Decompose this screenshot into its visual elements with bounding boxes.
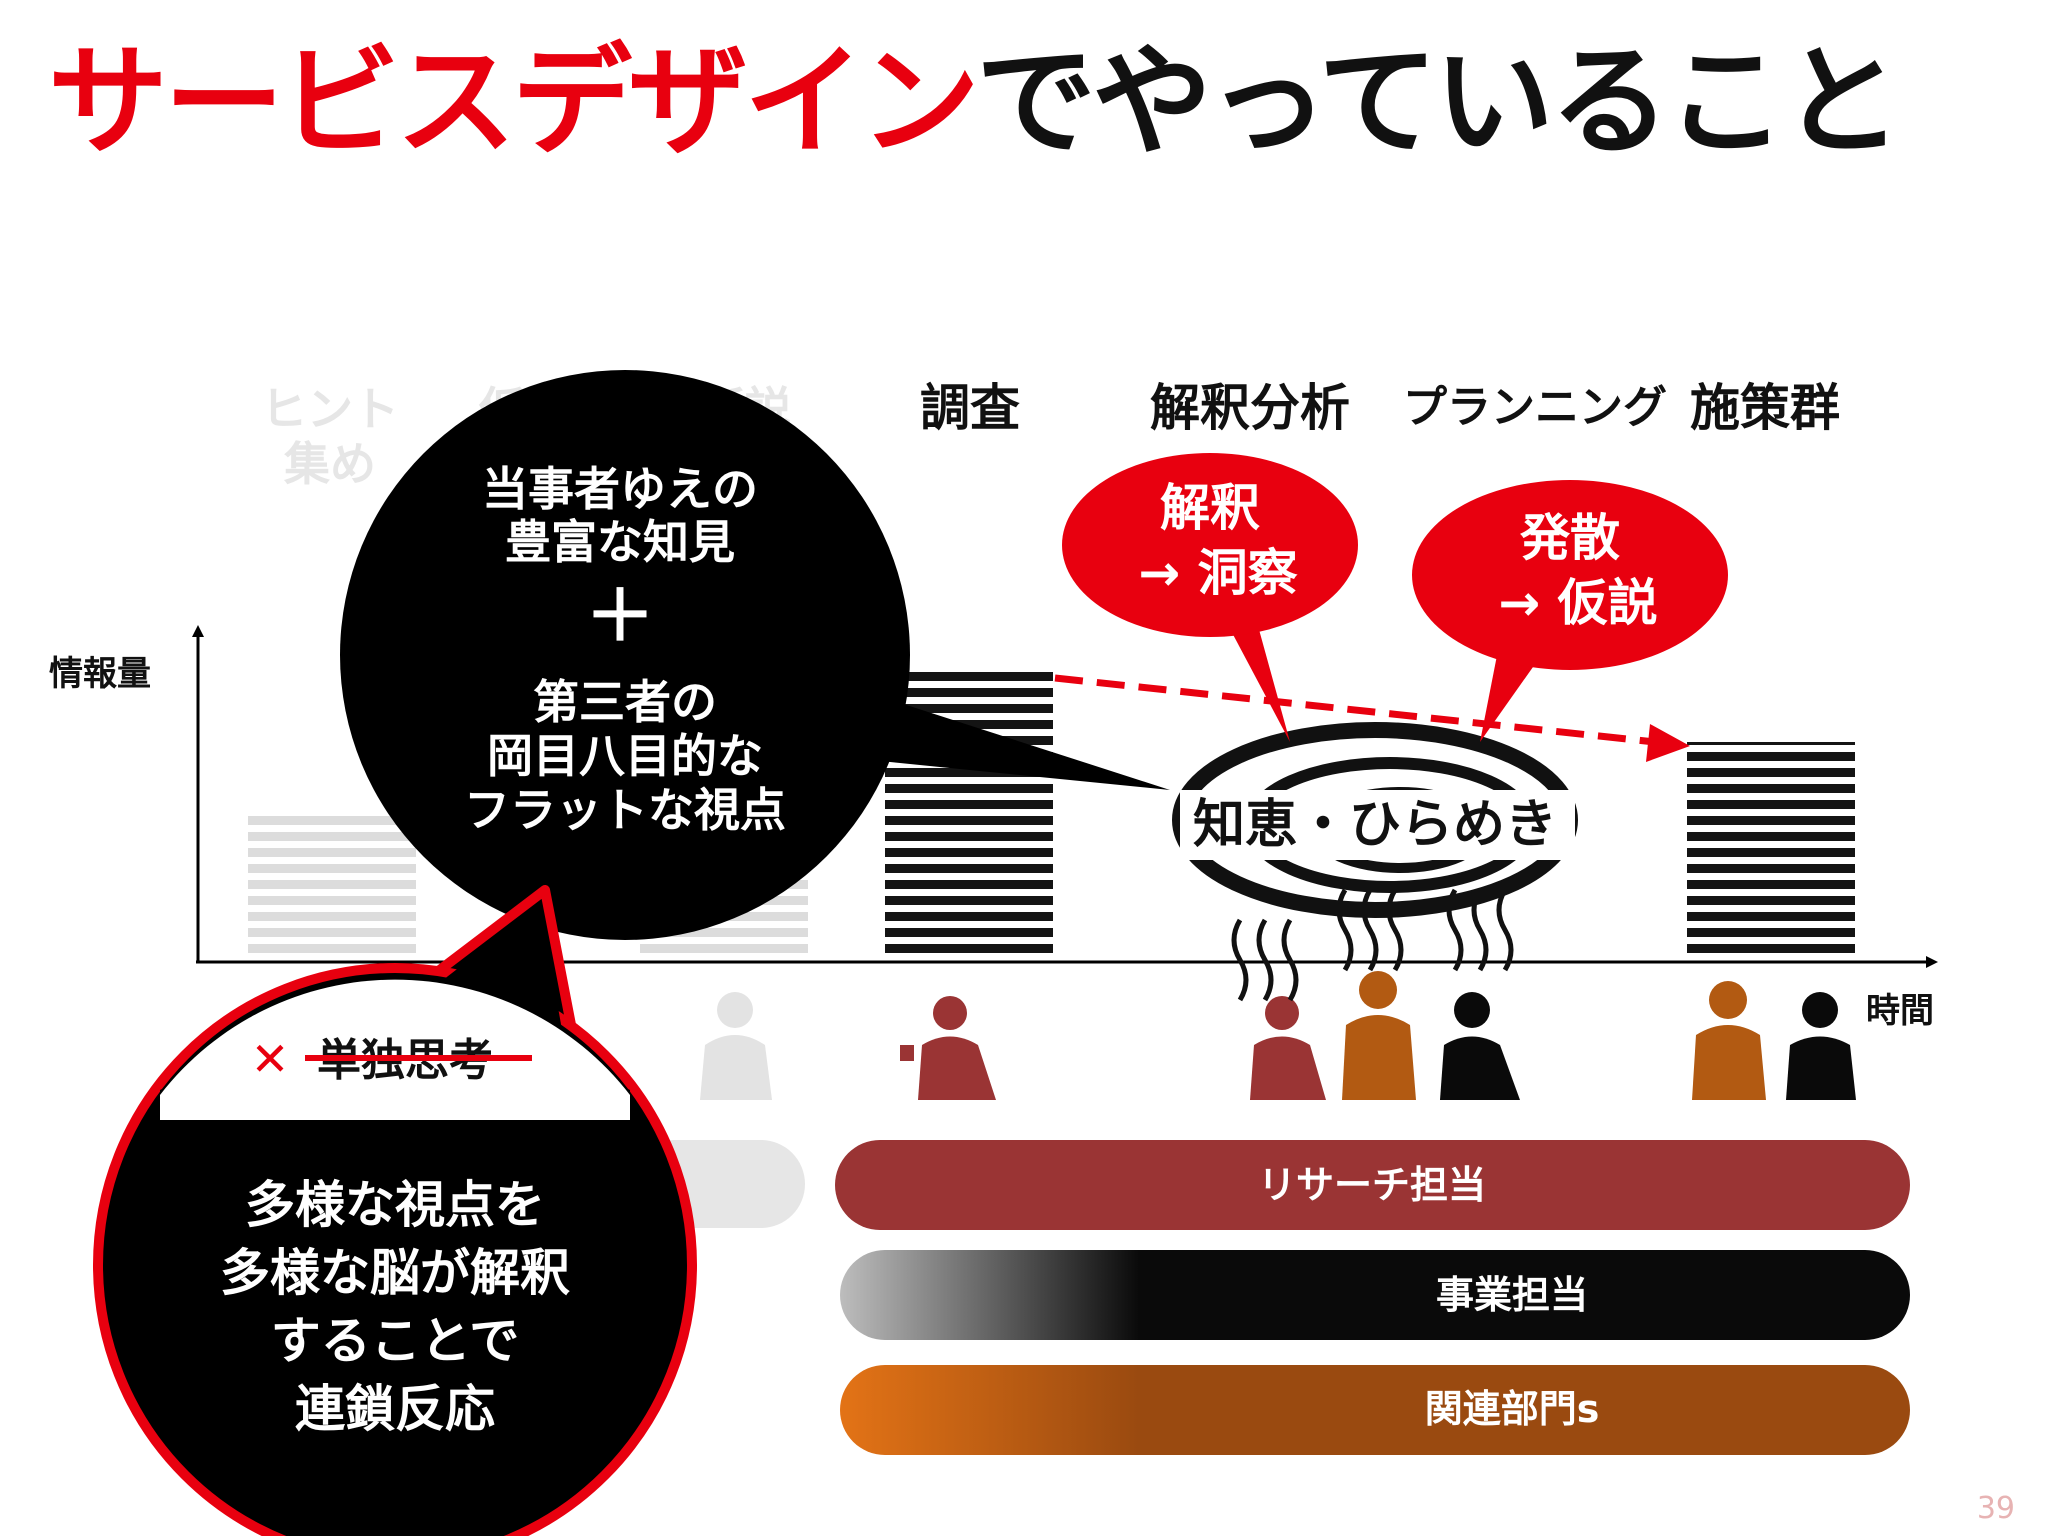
stage-label-analysis: 解釈分析 bbox=[1150, 379, 1350, 437]
divergence-line1: 発散 bbox=[1520, 509, 1620, 567]
related-dept-person-icon-2 bbox=[1692, 981, 1766, 1100]
title-rest: でやっていること bbox=[976, 33, 1902, 172]
related-dept-person-icon bbox=[1342, 971, 1416, 1100]
divergence-bubble: 発散 → 仮説 bbox=[1412, 480, 1728, 742]
swirl-icon bbox=[1172, 722, 1578, 918]
bar-measures bbox=[1687, 742, 1855, 960]
business-person-icon bbox=[1440, 992, 1520, 1100]
x-axis-label: 時間 bbox=[1866, 991, 1934, 1031]
bar-hint bbox=[248, 816, 416, 960]
knowledge-line5: フラットな視点 bbox=[464, 783, 786, 837]
stage-label-hint-2: 集め bbox=[283, 437, 376, 491]
business-role-bar bbox=[840, 1250, 1910, 1340]
faded-person-icon bbox=[700, 992, 772, 1100]
chain-line2: 多様な脳が解釈 bbox=[220, 1244, 570, 1302]
stage-label-research: 調査 bbox=[920, 379, 1020, 437]
page-number: 39 bbox=[1977, 1491, 2015, 1526]
interpretation-line2: → 洞察 bbox=[1138, 544, 1297, 602]
chain-reaction-bubble: ✕ 単独思考 多様な視点を 多様な脳が解釈 することで 連鎖反応 bbox=[93, 885, 697, 1536]
related-role-bar bbox=[840, 1365, 1910, 1455]
knowledge-plus: ＋ bbox=[585, 575, 655, 657]
knowledge-bubble: 当事者ゆえの 豊富な知見 ＋ 第三者の 岡目八目的な フラットな視点 bbox=[340, 370, 1170, 940]
title-highlight: サービスデザイン bbox=[48, 33, 980, 172]
cross-mark: ✕ bbox=[251, 1032, 290, 1086]
related-role-label: 関連部門s bbox=[1425, 1387, 1600, 1431]
business-role-label: 事業担当 bbox=[1436, 1273, 1588, 1317]
role-bars: リサーチ担当 事業担当 関連部門s bbox=[835, 1140, 1910, 1455]
trend-arrow bbox=[1054, 674, 1690, 762]
slide-title: サービスデザインでやっていること bbox=[48, 28, 1902, 178]
knowledge-line3: 第三者の bbox=[533, 675, 717, 729]
knowledge-line2: 豊富な知見 bbox=[505, 515, 735, 569]
business-person-icon-2 bbox=[1786, 992, 1856, 1100]
chain-line3: することで bbox=[271, 1312, 520, 1370]
research-role-bar bbox=[835, 1140, 1910, 1230]
knowledge-line1: 当事者ゆえの bbox=[482, 462, 758, 516]
chain-line4: 連鎖反応 bbox=[295, 1380, 495, 1438]
interpretation-bubble: 解釈 → 洞察 bbox=[1062, 453, 1358, 742]
research-role-label: リサーチ担当 bbox=[1258, 1163, 1486, 1207]
stage-label-measures: 施策群 bbox=[1690, 379, 1840, 437]
researcher-person-icon-2 bbox=[1250, 996, 1326, 1100]
interpretation-line1: 解釈 bbox=[1160, 479, 1260, 537]
stage-label-planning: プランニング bbox=[1403, 382, 1667, 433]
researcher-person-icon bbox=[900, 996, 996, 1100]
divergence-line2: → 仮説 bbox=[1498, 574, 1657, 632]
knowledge-line4: 岡目八目的な bbox=[487, 729, 763, 783]
y-axis-label: 情報量 bbox=[49, 654, 151, 694]
chain-line1: 多様な視点を bbox=[245, 1176, 545, 1234]
people-icons bbox=[900, 971, 1856, 1100]
swirl-label: 知恵・ひらめき bbox=[1193, 795, 1557, 855]
stage-label-hint: ヒント bbox=[261, 382, 399, 436]
